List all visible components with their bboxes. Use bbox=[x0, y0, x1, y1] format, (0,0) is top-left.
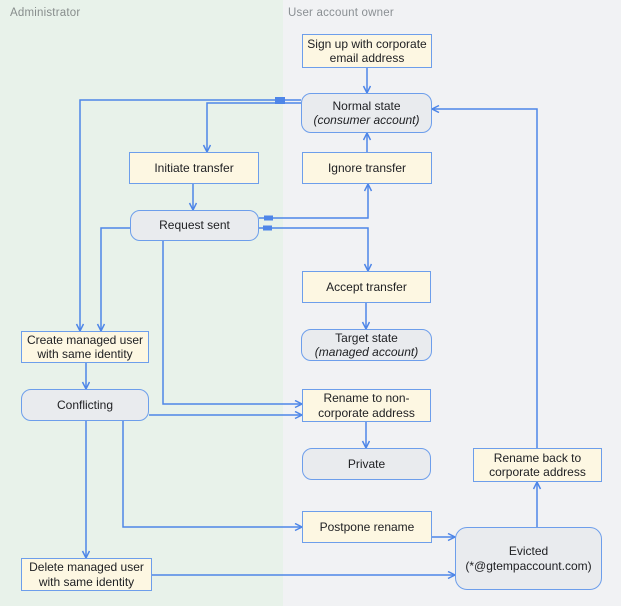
node-label: Rename back to bbox=[493, 450, 582, 465]
node-label: Evicted bbox=[508, 544, 549, 558]
node-label: email address bbox=[329, 51, 405, 65]
edge-rename-back-to-normal bbox=[432, 109, 538, 448]
edge-conflicting-to-postpone bbox=[122, 421, 302, 527]
node-delete-managed-user: Delete managed user with same identity bbox=[21, 558, 152, 591]
lane-administrator bbox=[0, 0, 283, 606]
node-target-state: Target state (managed account) bbox=[301, 329, 432, 361]
edge-overlap-marker bbox=[263, 225, 272, 231]
node-evicted: Evicted (*@gtempaccount.com) bbox=[455, 527, 602, 590]
node-label: Accept transfer bbox=[326, 279, 407, 294]
node-sublabel: (consumer account) bbox=[313, 113, 420, 127]
node-ignore-transfer: Ignore transfer bbox=[302, 152, 432, 184]
node-rename-to-non-corporate: Rename to non- corporate address bbox=[302, 389, 431, 422]
edge-request-to-ignore bbox=[259, 184, 368, 219]
node-sign-up-with-corporate-email: Sign up with corporate email address bbox=[302, 34, 432, 68]
edge-normal-to-initiate bbox=[207, 102, 301, 152]
node-rename-back-to-corporate: Rename back to corporate address bbox=[473, 448, 602, 482]
node-label: Conflicting bbox=[56, 397, 114, 412]
node-label: Normal state bbox=[332, 98, 401, 113]
node-private: Private bbox=[302, 448, 431, 480]
node-label: Sign up with corporate bbox=[307, 36, 427, 51]
node-normal-state: Normal state (consumer account) bbox=[301, 93, 432, 133]
node-label: Ignore transfer bbox=[327, 160, 407, 175]
edge-overlap-marker bbox=[275, 97, 285, 104]
edge-request-to-accept bbox=[259, 227, 368, 271]
edge-normal-to-create bbox=[80, 99, 301, 331]
edge-overlap-marker bbox=[264, 215, 273, 221]
lane-title-user-account-owner: User account owner bbox=[288, 7, 394, 19]
node-label: Private bbox=[347, 456, 386, 471]
edge-request-to-rename-non bbox=[162, 241, 302, 404]
node-label: Target state bbox=[335, 331, 398, 345]
node-request-sent: Request sent bbox=[130, 210, 259, 241]
node-postpone-rename: Postpone rename bbox=[302, 511, 432, 543]
node-label: with same identity bbox=[37, 347, 133, 361]
node-label: Initiate transfer bbox=[154, 160, 234, 175]
node-create-managed-user: Create managed user with same identity bbox=[21, 331, 149, 363]
node-label: Rename to non- bbox=[323, 391, 410, 405]
node-conflicting: Conflicting bbox=[21, 389, 149, 421]
edge-request-to-create bbox=[101, 227, 130, 331]
node-label: Request sent bbox=[159, 218, 230, 233]
node-initiate-transfer: Initiate transfer bbox=[129, 152, 259, 184]
node-label: Delete managed user bbox=[29, 560, 144, 574]
node-sublabel: (managed account) bbox=[314, 345, 419, 359]
node-label: Postpone rename bbox=[319, 519, 415, 534]
node-label: with same identity bbox=[38, 574, 135, 589]
node-accept-transfer: Accept transfer bbox=[302, 271, 431, 303]
node-label: (*@gtempaccount.com) bbox=[465, 558, 592, 573]
lane-title-administrator: Administrator bbox=[10, 7, 81, 19]
node-label: corporate address bbox=[489, 465, 586, 479]
node-label: Create managed user bbox=[26, 332, 144, 347]
node-label: corporate address bbox=[318, 405, 415, 420]
